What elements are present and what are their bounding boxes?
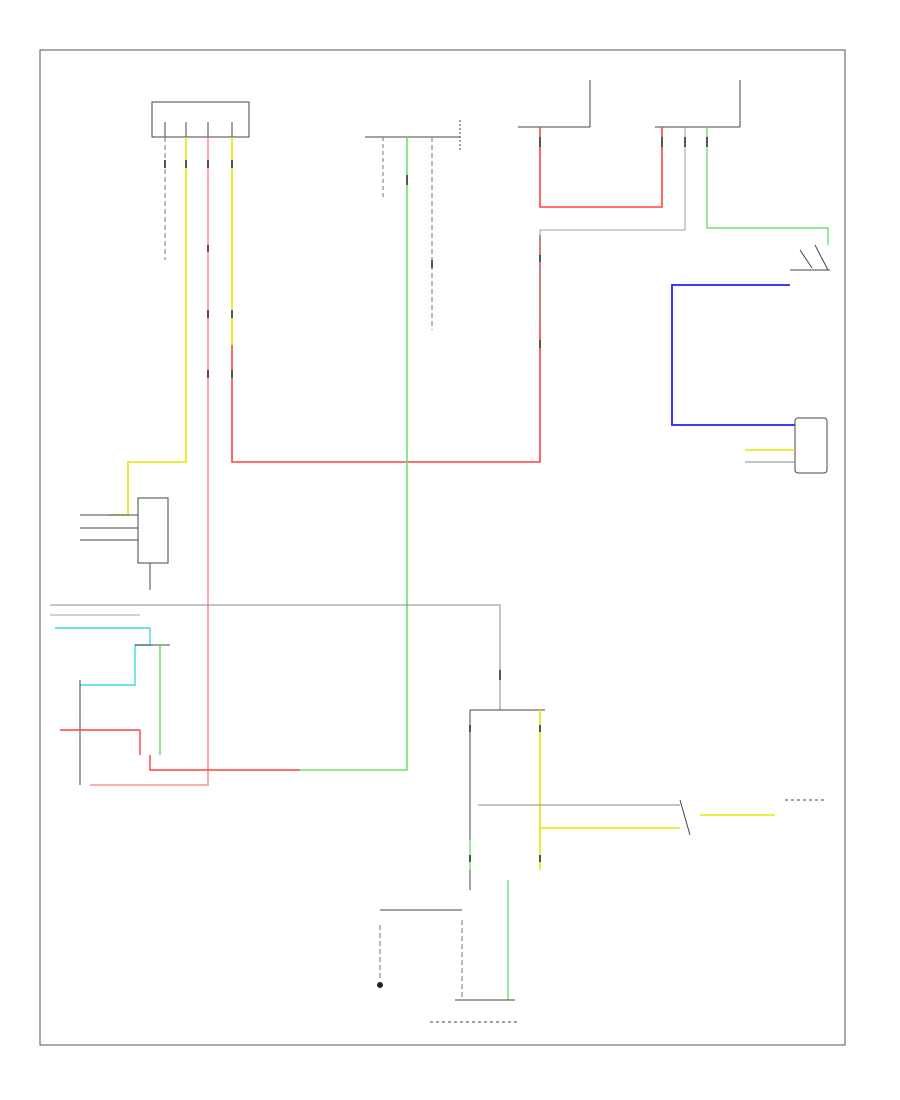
ground-symbol	[377, 982, 383, 988]
diagram-frame	[39, 49, 846, 1046]
wire-gray-5	[539, 127, 686, 245]
wire-cyan-1	[55, 627, 151, 686]
bottom-connector	[380, 909, 520, 1023]
wire-gray-6	[50, 604, 501, 710]
wire-green-2	[706, 127, 829, 245]
right-bottom-connector	[679, 799, 825, 836]
right-sensor-box	[745, 417, 828, 474]
left-junction	[80, 497, 169, 590]
wire-green-1	[300, 137, 408, 771]
top-right-connector-b	[655, 80, 741, 128]
top-right-connector-a	[518, 80, 591, 128]
top-middle-connector	[365, 120, 461, 150]
wire-pink-1	[90, 137, 209, 786]
wire-red-3	[539, 127, 663, 208]
wire-yellow-1	[108, 137, 187, 516]
lower-center-junction	[469, 709, 545, 890]
top-left-connector	[151, 101, 250, 138]
wire-red-4	[149, 755, 300, 771]
wire-red-2	[231, 235, 541, 463]
left-lower-component	[60, 644, 170, 785]
switch-symbol	[790, 244, 830, 271]
connector-marks	[164, 137, 708, 862]
wire-blue-1	[671, 284, 795, 426]
